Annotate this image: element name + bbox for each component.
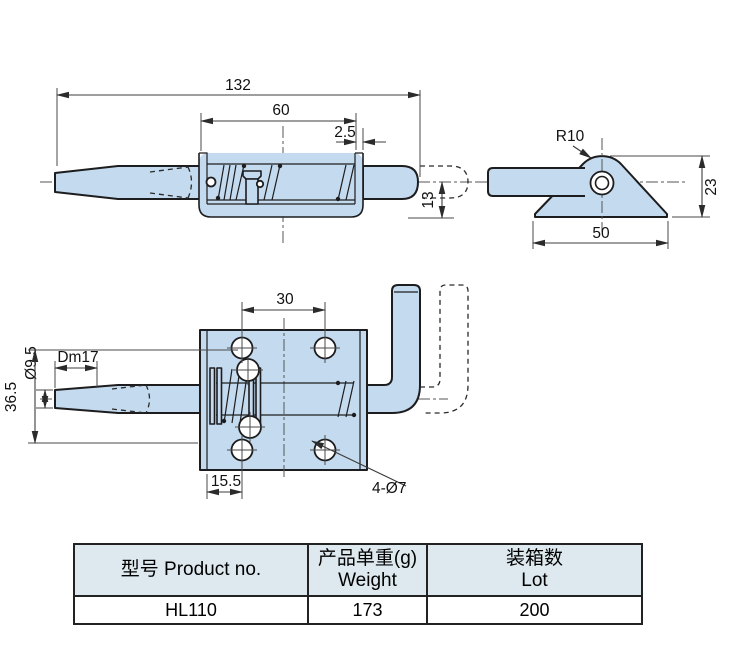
header-lot-cn: 装箱数 [505,547,563,569]
weight-value: 173 [352,599,383,620]
dim-4x7-label: 4-Ø7 [372,480,406,497]
keeper-hole-outer [589,170,615,196]
spring-plan [209,355,357,442]
dim-15-5-label: 15.5 [211,473,241,490]
dim-wall-thickness: 2.5 [334,124,386,150]
dim-r10-label: R10 [556,128,585,145]
dim-body-height: 36.5 [3,349,238,444]
cell-lot: 200 [426,597,641,623]
spec-table: 型号 Product no. 产品单重(g) Weight 装箱数 Lot HL… [73,543,643,625]
technical-drawing: 132 60 2.5 13 [3,77,720,499]
spring-side [205,163,355,202]
plan-view: 30 Dm17 Ø9.5 36.5 15.5 4-Ø7 [3,284,469,499]
lot-value: 200 [519,599,550,620]
header-weight-cn: 产品单重(g) [317,547,418,569]
header-lot: 装箱数 Lot [426,545,641,597]
l-handle [366,284,421,414]
dim-holes-callout: 4-Ø7 [311,440,406,497]
dim-hole-spacing: 30 [241,291,326,341]
product-no-value: HL110 [165,599,217,620]
dim-2-5-label: 2.5 [334,124,356,141]
keeper-hole-inner [594,175,610,191]
housing-outline [198,153,364,218]
dim-30-label: 30 [276,291,294,308]
bolt-stub [487,167,585,197]
bolt-rod-right [362,165,419,200]
dim-radius: R10 [556,128,592,159]
cell-weight: 173 [307,597,426,623]
header-lot-en: Lot [521,570,548,591]
header-product-no: 型号 Product no. [75,545,307,597]
dim-13-label: 13 [420,191,437,208]
dim-23-label: 23 [703,178,720,195]
bracket-view: R10 23 50 [478,128,720,249]
plate-flange-lines [206,330,361,470]
housing-walls [199,152,363,205]
dim-60-label: 60 [272,102,290,119]
dim-edge-to-hole: 15.5 [206,463,243,499]
plan-rod-left [54,384,203,414]
dim-housing-length: 60 [200,102,357,151]
side-view: 132 60 2.5 13 [40,77,480,246]
dim-9-5-label: Ø9.5 [23,346,40,380]
dim-dm17-label: Dm17 [57,349,98,366]
release-knob [242,170,265,205]
bolt-rod-left [54,165,208,200]
bolt-extended-position [420,165,469,199]
cell-product-no: HL110 [75,597,307,623]
header-weight: 产品单重(g) Weight [307,545,426,597]
dim-tip-length: Dm17 [54,349,99,388]
header-weight-en: Weight [338,570,397,591]
dim-center-drop: 13 [408,181,454,219]
header-product-no-label: 型号 Product no. [120,558,262,580]
dim-bracket-width: 50 [532,221,669,249]
mounting-holes [227,333,340,465]
dim-overall-length: 132 [56,77,421,177]
dim-bracket-height: 23 [610,155,720,218]
plan-hidden-taper [111,384,151,414]
sleeve-lines [207,163,355,201]
hidden-taper [149,166,193,199]
dim-132-label: 132 [225,77,251,94]
dim-50-label: 50 [592,225,610,242]
dim-36-5-label: 36.5 [3,382,20,412]
housing-fill [199,153,363,217]
l-handle-alternate [420,284,469,414]
